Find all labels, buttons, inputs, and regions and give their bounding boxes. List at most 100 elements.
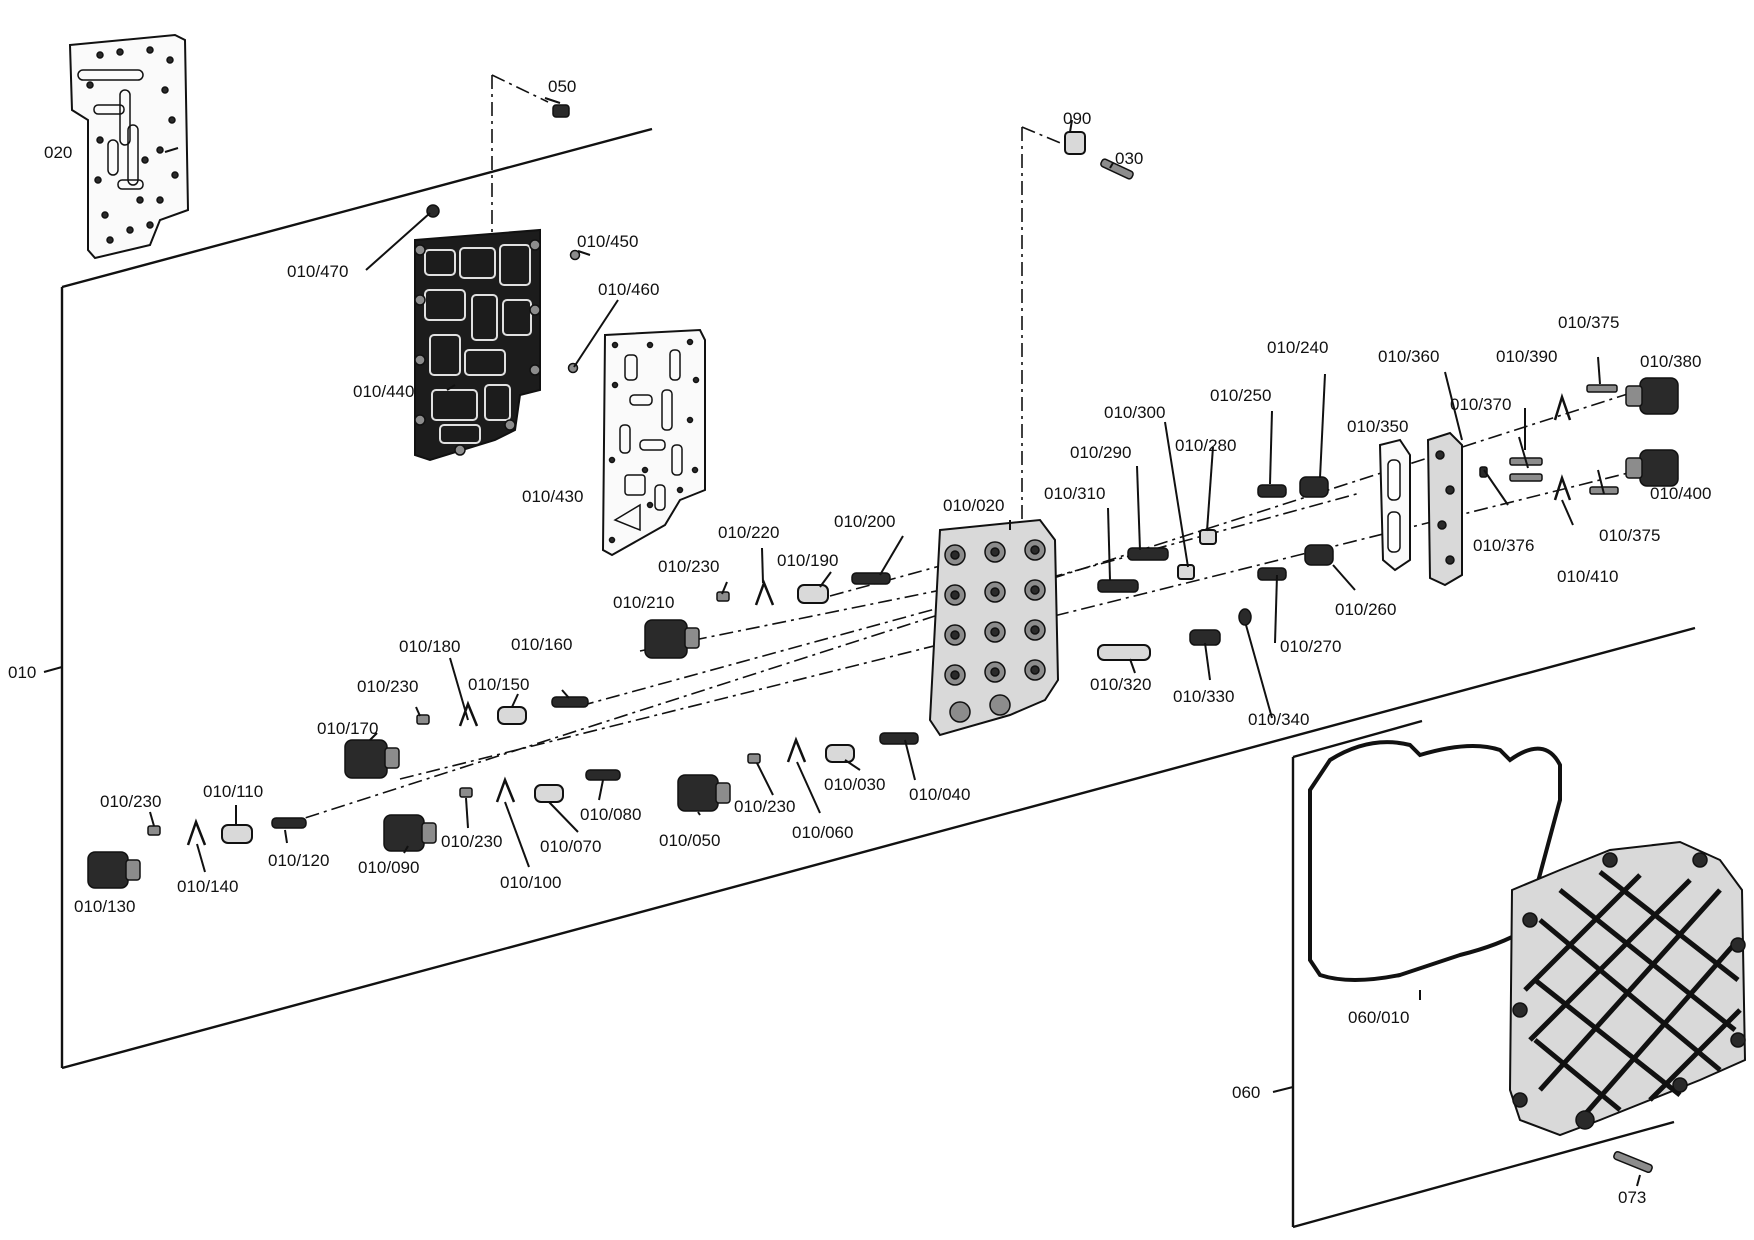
clip-010-060-part	[786, 736, 807, 763]
screw-010-230-c-part	[416, 714, 430, 725]
label-050: 050	[548, 77, 576, 96]
piston-010-110-part	[221, 824, 253, 844]
label-010-210: 010/210	[613, 593, 674, 612]
screw-073-part	[1613, 1150, 1653, 1174]
label-010-290: 010/290	[1070, 443, 1131, 462]
label-010-280: 010/280	[1175, 436, 1236, 455]
label-010-220: 010/220	[718, 523, 779, 542]
spring-010-080-part	[585, 769, 621, 781]
label-010: 010	[8, 663, 36, 682]
label-010-080: 010/080	[580, 805, 641, 824]
label-010-170: 010/170	[317, 719, 378, 738]
label-020: 020	[44, 143, 72, 162]
ring-010-340-part	[1238, 608, 1252, 626]
clip-010-220-part	[754, 579, 775, 606]
label-010-120: 010/120	[268, 851, 329, 870]
assembly-frame-060	[1272, 719, 1675, 1229]
small-screws	[147, 104, 1653, 1174]
label-010-410: 010/410	[1557, 567, 1618, 586]
callout-labels: 010 020 050 090 030 060 073 060/010 010/…	[8, 77, 1711, 1207]
spring-010-200-part	[851, 572, 891, 585]
piston-010-070-part	[534, 784, 564, 803]
piston-010-190-part	[797, 584, 829, 604]
piston-010-260-part	[1304, 544, 1334, 566]
label-010-050: 010/050	[659, 831, 720, 850]
gasket-010-350-part	[1378, 438, 1411, 572]
label-010-230-b: 010/230	[441, 832, 502, 851]
label-010-450: 010/450	[577, 232, 638, 251]
plug-010-280-part	[1199, 529, 1217, 545]
solenoid-010-210-part	[644, 619, 700, 659]
label-010-375b: 010/375	[1599, 526, 1660, 545]
label-010-100: 010/100	[500, 873, 561, 892]
clip-010-140-part	[186, 818, 207, 846]
label-010-090: 010/090	[358, 858, 419, 877]
label-010-380: 010/380	[1640, 352, 1701, 371]
label-010-260: 010/260	[1335, 600, 1396, 619]
valve-housing-010-440-part	[414, 228, 541, 462]
label-073: 073	[1618, 1188, 1646, 1207]
label-010-020: 010/020	[943, 496, 1004, 515]
label-030: 030	[1115, 149, 1143, 168]
label-010-200: 010/200	[834, 512, 895, 531]
label-010-300: 010/300	[1104, 403, 1165, 422]
solenoid-010-400-part	[1625, 449, 1679, 487]
valve-body-010-020-part	[928, 518, 1060, 737]
label-010-150: 010/150	[468, 675, 529, 694]
oil-pan-060-part	[1508, 840, 1747, 1137]
label-010-270: 010/270	[1280, 637, 1341, 656]
ball-010-450-part	[569, 249, 581, 261]
intermediate-plate-010-430-part	[601, 328, 706, 557]
label-010-390: 010/390	[1496, 347, 1557, 366]
label-010-370: 010/370	[1450, 395, 1511, 414]
spring-010-290-part	[1127, 547, 1169, 561]
label-010-340: 010/340	[1248, 710, 1309, 729]
label-010-230-d: 010/230	[734, 797, 795, 816]
label-010-460: 010/460	[598, 280, 659, 299]
label-010-400: 010/400	[1650, 484, 1711, 503]
clip-010-180-part	[458, 700, 479, 727]
screw-010-230-b-part	[459, 787, 473, 798]
plate-020-part	[68, 33, 190, 260]
label-010-040: 010/040	[909, 785, 970, 804]
label-010-360: 010/360	[1378, 347, 1439, 366]
piston-010-240-part	[1299, 476, 1329, 498]
clip-010-100-part	[495, 776, 516, 803]
springs	[271, 484, 1287, 829]
solenoid-010-380-part	[1625, 377, 1679, 415]
label-010-240: 010/240	[1267, 338, 1328, 357]
label-010-310: 010/310	[1044, 484, 1105, 503]
spring-010-330-part	[1189, 629, 1221, 646]
label-010-140: 010/140	[177, 877, 238, 896]
label-060-010: 060/010	[1348, 1008, 1409, 1027]
label-010-330: 010/330	[1173, 687, 1234, 706]
solenoid-010-130-part	[87, 851, 141, 889]
label-010-320: 010/320	[1090, 675, 1151, 694]
label-010-060: 010/060	[792, 823, 853, 842]
gasket-060-010-part	[1308, 740, 1562, 982]
plug-010-300-part	[1177, 564, 1195, 580]
spring-010-120-part	[271, 817, 307, 829]
spring-010-250-part	[1257, 484, 1287, 498]
screw-010-230-a-part	[147, 825, 161, 836]
label-090: 090	[1063, 109, 1091, 128]
label-060: 060	[1232, 1083, 1260, 1102]
seal-010-376-part	[1479, 466, 1488, 478]
label-010-110: 010/110	[203, 782, 263, 801]
label-010-230-a: 010/230	[100, 792, 161, 811]
spring-010-160-part	[551, 696, 589, 708]
label-010-230-e: 010/230	[658, 557, 719, 576]
solenoid-010-050-part	[677, 774, 731, 812]
label-010-070: 010/070	[540, 837, 601, 856]
label-010-430: 010/430	[522, 487, 583, 506]
label-010-376: 010/376	[1473, 536, 1534, 555]
spring-010-040-part	[879, 732, 919, 745]
clip-010-410-part	[1553, 474, 1572, 501]
spring-010-310-part	[1097, 579, 1139, 593]
clips	[186, 392, 1572, 846]
label-010-470: 010/470	[287, 262, 348, 281]
label-010-130: 010/130	[74, 897, 135, 916]
label-010-440: 010/440	[353, 382, 414, 401]
bracket-090-part	[1064, 131, 1086, 155]
